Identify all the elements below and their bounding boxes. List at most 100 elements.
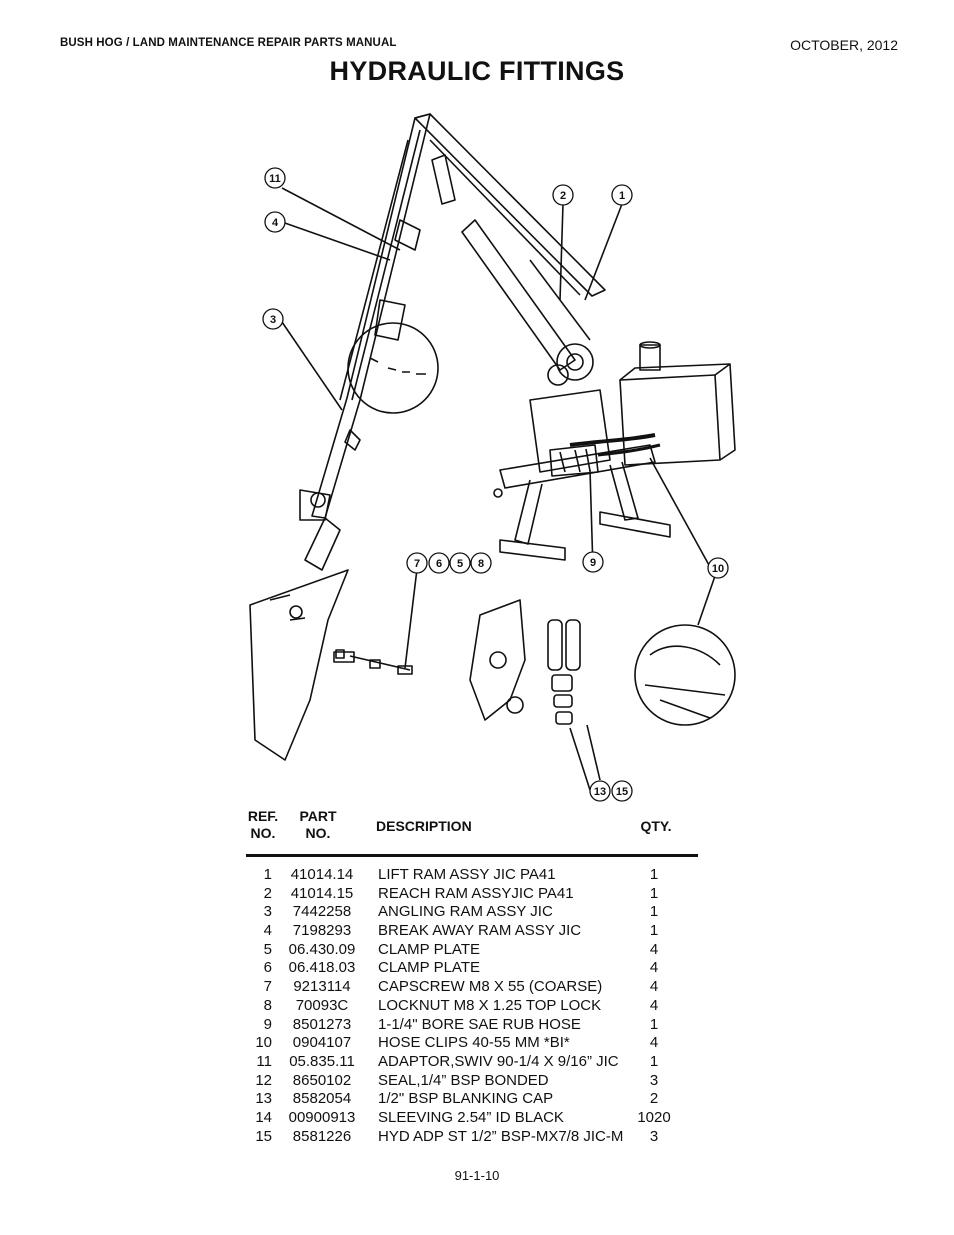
qty-cell: 2: [649, 1090, 659, 1108]
qty-cell: 1: [649, 1052, 659, 1070]
ref-cell: 5: [263, 940, 272, 958]
callout-5: 5: [449, 552, 471, 574]
qty-cell: 1: [649, 903, 659, 921]
part-number-cell: 41014.14: [290, 866, 354, 883]
table-row: 6 06.418.03 CLAMP PLATE 4: [246, 959, 698, 978]
table-row: 5 06.430.09 CLAMP PLATE 4: [246, 941, 698, 960]
qty-cell: 4: [649, 940, 659, 958]
callout-6: 6: [428, 552, 450, 574]
part-number-cell: 8581226: [292, 1127, 352, 1145]
svg-text:8: 8: [478, 558, 484, 570]
qty-cell: 3: [649, 1071, 659, 1089]
header-description: DESCRIPTION: [376, 818, 472, 834]
part-number-cell: 8582054: [292, 1090, 352, 1108]
ref-cell: 1: [263, 866, 272, 883]
table-row: 8 70093C LOCKNUT M8 X 1.25 TOP LOCK 4: [246, 997, 698, 1016]
callout-3: 3: [262, 308, 284, 330]
table-row: 1 41014.14 LIFT RAM ASSY JIC PA41 1: [246, 866, 698, 885]
qty-cell: 1: [649, 866, 659, 883]
part-number-cell: 7442258: [292, 903, 352, 921]
part-number-cell: 70093C: [295, 996, 349, 1014]
header-ref-line2: NO.: [250, 825, 276, 841]
callout-10: 10: [707, 557, 729, 579]
manual-date: OCTOBER, 2012: [790, 37, 898, 53]
qty-cell: 1020: [637, 1108, 671, 1126]
ref-cell: 13: [255, 1090, 272, 1108]
description-cell: LIFT RAM ASSY JIC PA41: [378, 866, 556, 883]
svg-text:10: 10: [712, 563, 724, 575]
description-cell: ANGLING RAM ASSY JIC: [378, 903, 553, 921]
ref-cell: 6: [263, 959, 272, 977]
ref-cell: 9: [263, 1015, 272, 1033]
callout-11: 11: [264, 167, 286, 189]
svg-text:15: 15: [616, 786, 628, 798]
part-number-cell: 7198293: [292, 922, 352, 940]
callout-7: 7: [406, 552, 428, 574]
description-cell: CLAMP PLATE: [378, 959, 480, 977]
description-cell: 1-1/4" BORE SAE RUB HOSE: [378, 1015, 581, 1033]
callout-2: 2: [552, 184, 574, 206]
description-cell: REACH RAM ASSYJIC PA41: [378, 884, 574, 902]
svg-text:6: 6: [436, 558, 442, 570]
ref-cell: 15: [255, 1127, 272, 1145]
svg-text:3: 3: [270, 314, 276, 326]
description-cell: HYD ADP ST 1/2” BSP-MX7/8 JIC-M: [378, 1127, 624, 1145]
header-part-line2: NO.: [305, 825, 331, 841]
header-rule: [246, 854, 698, 857]
description-cell: ADAPTOR,SWIV 90-1/4 X 9/16” JIC: [378, 1052, 619, 1070]
table-row: 2 41014.15 REACH RAM ASSYJIC PA41 1: [246, 885, 698, 904]
description-cell: LOCKNUT M8 X 1.25 TOP LOCK: [378, 996, 602, 1014]
svg-text:11: 11: [269, 173, 281, 185]
ref-cell: 14: [255, 1108, 272, 1126]
part-number-cell: 05.835.11: [289, 1052, 355, 1070]
part-number-cell: 8501273: [292, 1015, 352, 1033]
qty-cell: 1: [649, 1015, 659, 1033]
header-part-line1: PART: [299, 808, 337, 824]
part-number-cell: 8650102: [292, 1071, 352, 1089]
ref-cell: 7: [263, 978, 272, 996]
qty-cell: 4: [649, 959, 659, 977]
header-ref: REF. NO.: [246, 808, 280, 842]
callout-13: 13: [589, 780, 611, 802]
ref-cell: 3: [263, 903, 272, 921]
header-ref-line1: REF.: [247, 808, 279, 824]
ref-cell: 12: [255, 1071, 272, 1089]
part-number-cell: 9213114: [293, 978, 351, 996]
qty-cell: 4: [649, 1034, 659, 1052]
part-number-cell: 06.430.09: [288, 940, 356, 958]
header-qty: QTY.: [640, 818, 672, 834]
description-cell: CLAMP PLATE: [378, 940, 480, 958]
header-part: PART NO.: [292, 808, 344, 842]
svg-text:4: 4: [272, 217, 279, 229]
table-row: 9 8501273 1-1/4" BORE SAE RUB HOSE 1: [246, 1016, 698, 1035]
part-number-cell: 06.418.03: [288, 959, 356, 977]
svg-text:2: 2: [560, 190, 566, 202]
page-title: HYDRAULIC FITTINGS: [329, 56, 625, 86]
ref-cell: 8: [263, 996, 272, 1014]
description-cell: SLEEVING 2.54” ID BLACK: [378, 1108, 564, 1126]
callout-9: 9: [582, 551, 604, 573]
qty-cell: 1: [649, 884, 659, 902]
svg-text:13: 13: [594, 786, 606, 798]
exploded-parts-diagram: 11 4 3 2 1 7 6 5 8 9 10 13 15: [249, 113, 736, 802]
svg-text:1: 1: [619, 190, 625, 202]
manual-title: BUSH HOG / LAND MAINTENANCE REPAIR PARTS…: [60, 37, 397, 49]
ref-cell: 2: [263, 884, 272, 902]
table-row: 15 8581226 HYD ADP ST 1/2” BSP-MX7/8 JIC-M…: [246, 1128, 698, 1147]
ref-cell: 10: [255, 1034, 272, 1052]
part-number-cell: 41014.15: [290, 884, 354, 902]
ref-cell: 4: [263, 922, 272, 940]
description-cell: BREAK AWAY RAM ASSY JIC: [378, 922, 582, 940]
qty-cell: 4: [649, 996, 659, 1014]
svg-text:7: 7: [414, 558, 420, 570]
callout-1: 1: [611, 184, 633, 206]
description-cell: HOSE CLIPS 40-55 MM *BI*: [378, 1034, 570, 1052]
